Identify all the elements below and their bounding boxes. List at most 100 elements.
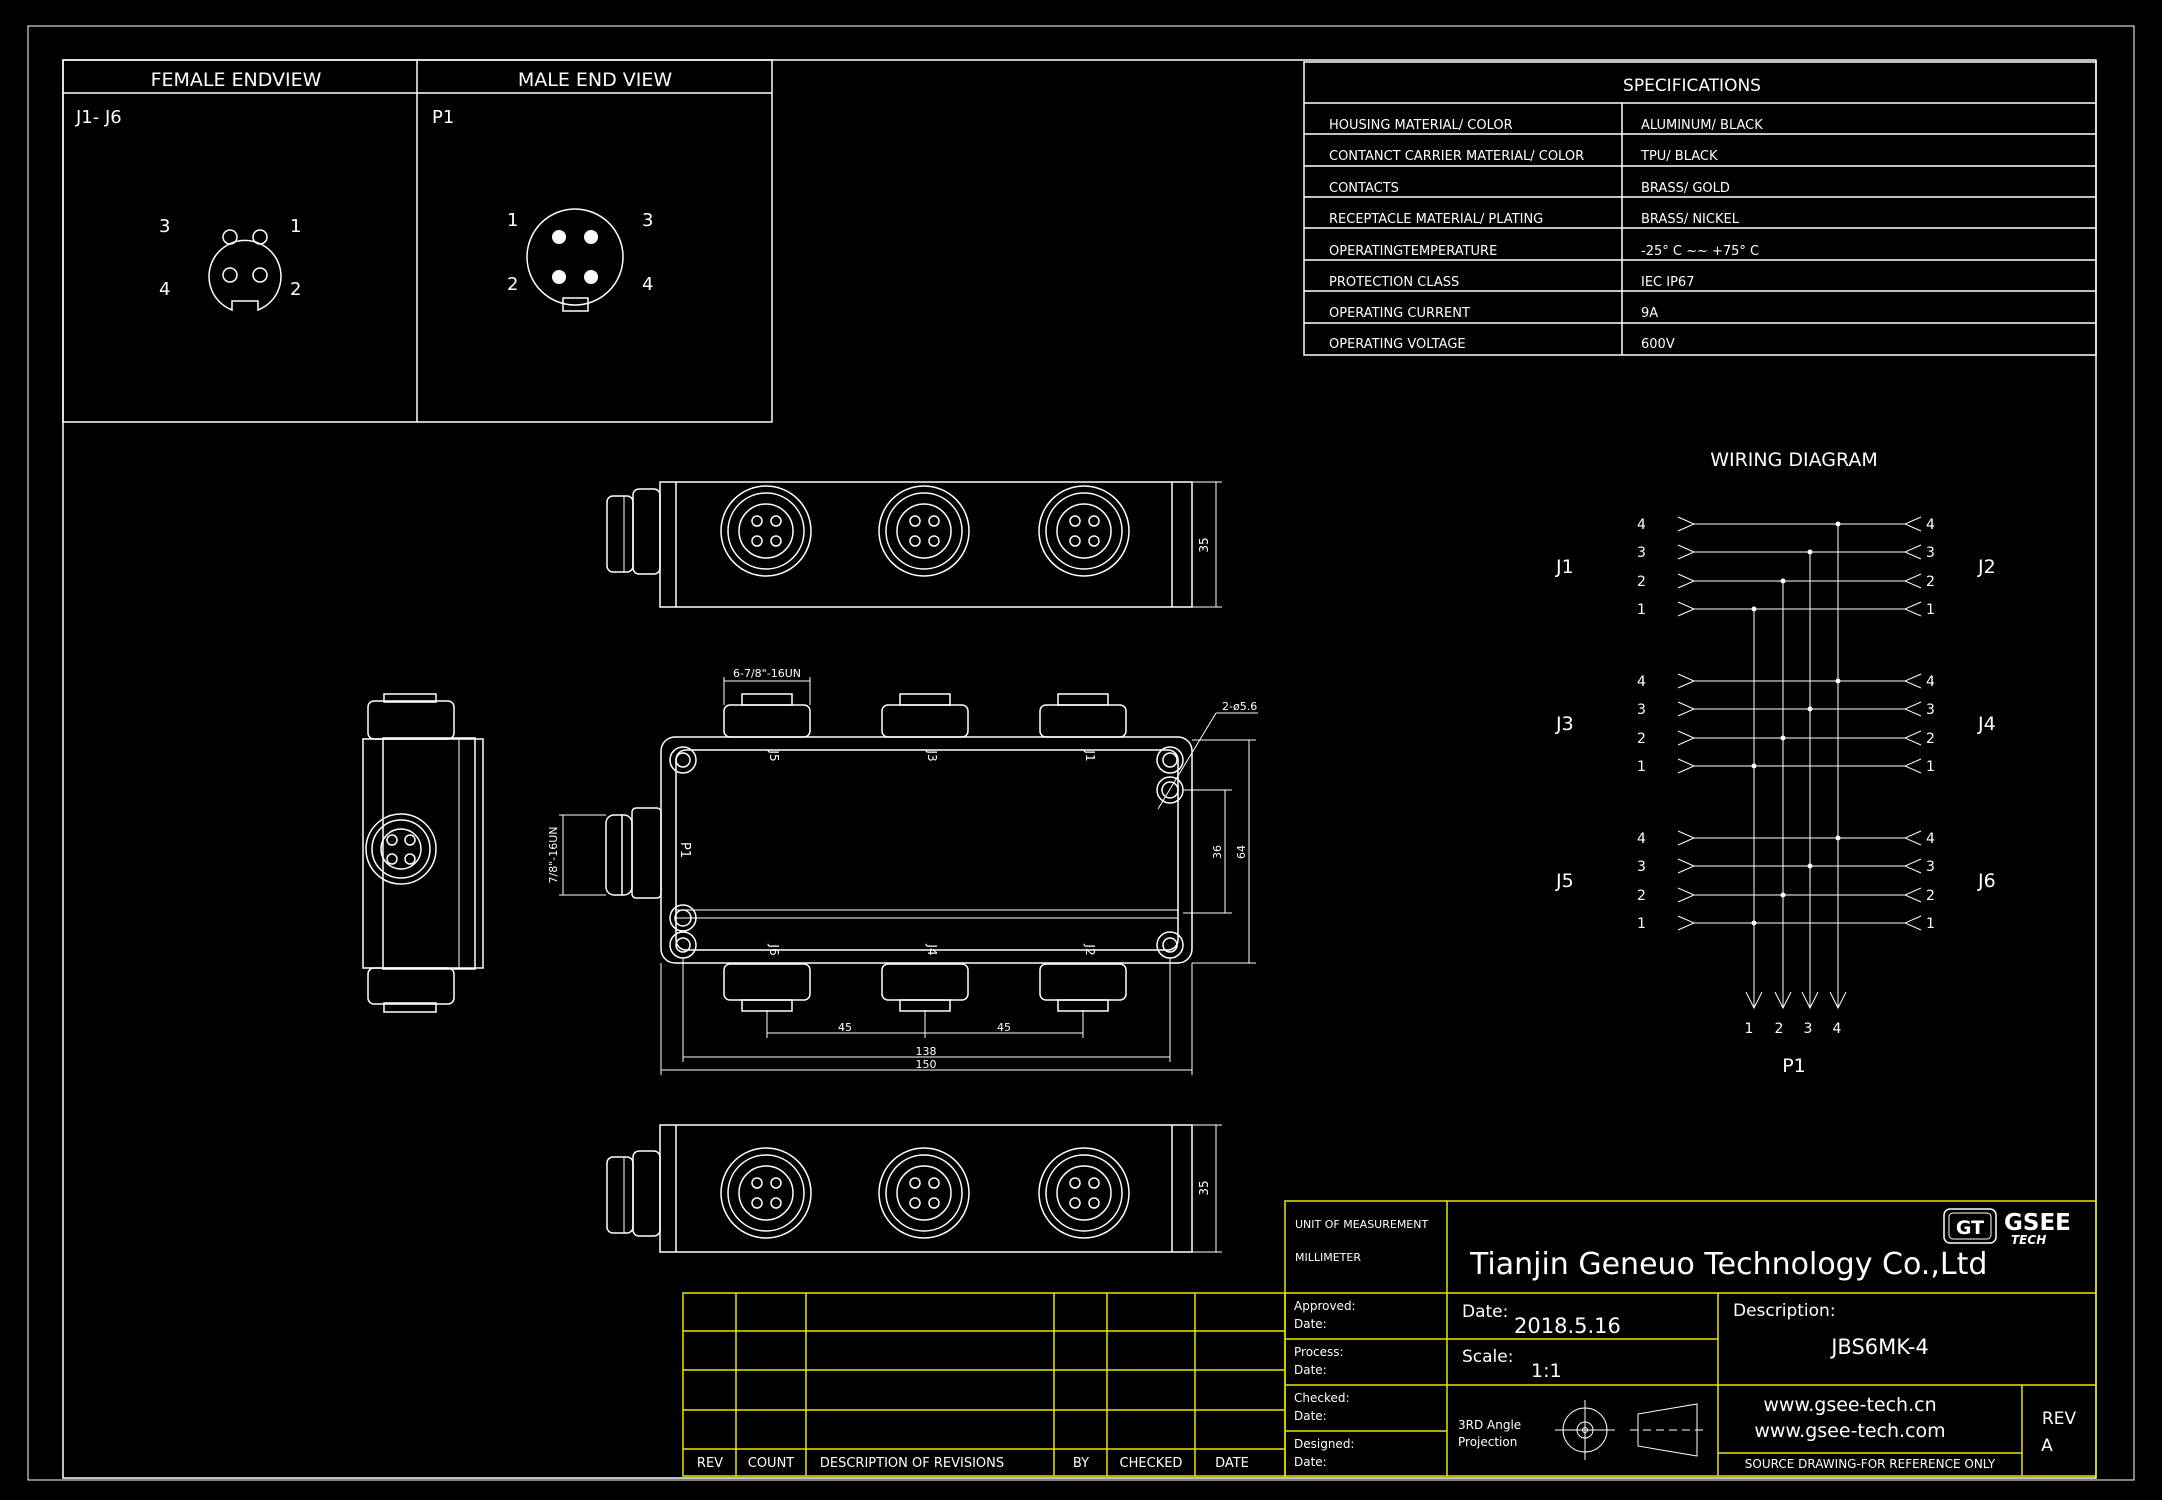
projection-line-1: 3RD Angle <box>1458 1418 1521 1432</box>
pin-number: 1 <box>1926 602 1935 618</box>
male-pin-1: 1 <box>507 210 518 231</box>
female-connector <box>208 229 282 312</box>
wiring-title: WIRING DIAGRAM <box>1710 449 1878 471</box>
pin-number: 2 <box>1637 888 1646 904</box>
pin-number: 4 <box>1637 831 1646 847</box>
scale-label: Scale: <box>1462 1347 1513 1367</box>
pin-number: 1 <box>1637 759 1646 775</box>
spec-name: HOUSING MATERIAL/ COLOR <box>1329 118 1513 133</box>
wiring-label-j6: J6 <box>1977 870 1996 892</box>
company-logo: GT GSEE TECH <box>1943 1208 2071 1247</box>
wiring-label-j2: J2 <box>1977 556 1996 578</box>
p1-pin-4: 4 <box>1833 1021 1842 1037</box>
dimension-64: 64 <box>1235 845 1248 859</box>
pin-number: 1 <box>1637 602 1646 618</box>
dimension-36: 36 <box>1211 845 1224 859</box>
male-pin-3: 3 <box>642 210 653 231</box>
by-header: BY <box>1073 1456 1089 1471</box>
spec-name: OPERATING VOLTAGE <box>1329 337 1466 352</box>
spec-name: RECEPTACLE MATERIAL/ PLATING <box>1329 212 1543 227</box>
approved-date-label: Date: <box>1294 1317 1327 1331</box>
dimension-45-left: 45 <box>838 1021 852 1034</box>
website-cn: www.gsee-tech.cn <box>1763 1394 1936 1416</box>
port-label-j1: J1 <box>1083 749 1097 761</box>
process-date-label: Date: <box>1294 1363 1327 1377</box>
thread-callout-side: 7/8"-16UN <box>547 826 560 883</box>
website-com: www.gsee-tech.com <box>1754 1420 1945 1442</box>
specifications-title: SPECIFICATIONS <box>1623 76 1761 96</box>
spec-value: 9A <box>1641 306 1658 321</box>
male-label: P1 <box>432 107 454 128</box>
inlet-label-p1: P1 <box>677 842 692 858</box>
designed-label: Designed: <box>1294 1437 1354 1451</box>
specifications-table: SPECIFICATIONS HOUSING MATERIAL/ COLOR A… <box>1303 61 2097 356</box>
outer-border <box>27 25 2135 1481</box>
unit-value: MILLIMETER <box>1295 1251 1361 1264</box>
pin-number: 3 <box>1926 702 1935 718</box>
p1-pin-1: 1 <box>1745 1021 1754 1037</box>
female-pin-1: 1 <box>290 216 301 237</box>
logo-gsee-text: GSEE <box>2004 1210 2071 1236</box>
dimension-150: 150 <box>916 1058 937 1071</box>
spec-name: OPERATING CURRENT <box>1329 306 1470 321</box>
thread-callout-top: 6-7/8"-16UN <box>733 667 801 680</box>
third-angle-projection-symbol <box>1555 1400 1705 1460</box>
side-view <box>362 693 484 1013</box>
end-view-table: FEMALE ENDVIEW MALE END VIEW J1- J6 P1 3… <box>62 59 773 423</box>
wiring-diagram: WIRING DIAGRAM <box>1555 449 1996 1077</box>
revision-table: REV COUNT DESCRIPTION OF REVISIONS BY CH… <box>682 1292 1286 1477</box>
spec-value: -25° C ~~ +75° C <box>1641 244 1759 259</box>
pin-number: 2 <box>1926 888 1935 904</box>
source-note: SOURCE DRAWING-FOR REFERENCE ONLY <box>1745 1457 1996 1471</box>
spec-name: OPERATINGTEMPERATURE <box>1329 244 1497 259</box>
date-label: Date: <box>1462 1302 1508 1322</box>
pin-number: 2 <box>1637 731 1646 747</box>
description-header: DESCRIPTION OF REVISIONS <box>820 1456 1004 1471</box>
checked-date-label: Date: <box>1294 1409 1327 1423</box>
spec-value: 600V <box>1641 337 1675 352</box>
pin-number: 3 <box>1637 859 1646 875</box>
spec-value: TPU/ BLACK <box>1640 149 1718 164</box>
male-connector <box>526 208 624 312</box>
spec-name: CONTACTS <box>1329 181 1399 196</box>
projection-line-2: Projection <box>1458 1435 1517 1449</box>
pin-number: 3 <box>1926 545 1935 561</box>
port-label-j2: J2 <box>1083 943 1097 955</box>
wiring-label-p1: P1 <box>1782 1055 1806 1077</box>
pin-number: 2 <box>1637 574 1646 590</box>
spec-value: BRASS/ GOLD <box>1641 181 1730 196</box>
dimension-45-right: 45 <box>997 1021 1011 1034</box>
port-label-j5: J5 <box>767 749 781 761</box>
female-label: J1- J6 <box>75 107 122 128</box>
male-pin-4: 4 <box>642 274 653 295</box>
female-pin-2: 2 <box>290 279 301 300</box>
male-endview-title: MALE END VIEW <box>518 69 673 91</box>
pin-number: 4 <box>1926 674 1935 690</box>
front-view: J5 J3 J1 J6 J4 J2 P1 6-7/8"-16UN 7/8"-16… <box>547 667 1258 1075</box>
approved-label: Approved: <box>1294 1299 1356 1313</box>
pin-number: 3 <box>1926 859 1935 875</box>
logo-tech-text: TECH <box>2011 1233 2046 1247</box>
female-endview-title: FEMALE ENDVIEW <box>151 69 322 91</box>
pin-number: 4 <box>1926 831 1935 847</box>
rev-header: REV <box>697 1456 723 1471</box>
pin-number: 4 <box>1637 674 1646 690</box>
checked-header: CHECKED <box>1120 1456 1183 1471</box>
female-pin-4: 4 <box>159 279 170 300</box>
spec-value: ALUMINUM/ BLACK <box>1641 118 1763 133</box>
date-header: DATE <box>1215 1456 1249 1471</box>
wiring-label-j3: J3 <box>1555 713 1574 735</box>
pin-number: 1 <box>1926 916 1935 932</box>
pin-number: 4 <box>1926 517 1935 533</box>
port-label-j3: J3 <box>925 749 939 761</box>
rev-label: REV <box>2042 1409 2077 1429</box>
designed-date-label: Date: <box>1294 1455 1327 1469</box>
dimension-138: 138 <box>916 1045 937 1058</box>
date-value: 2018.5.16 <box>1514 1314 1621 1338</box>
female-pin-3: 3 <box>159 216 170 237</box>
pin-number: 1 <box>1926 759 1935 775</box>
spec-name: PROTECTION CLASS <box>1329 275 1459 290</box>
description-label: Description: <box>1733 1301 1836 1321</box>
title-block: UNIT OF MEASUREMENT MILLIMETER Tianjin G… <box>1284 1200 2097 1477</box>
